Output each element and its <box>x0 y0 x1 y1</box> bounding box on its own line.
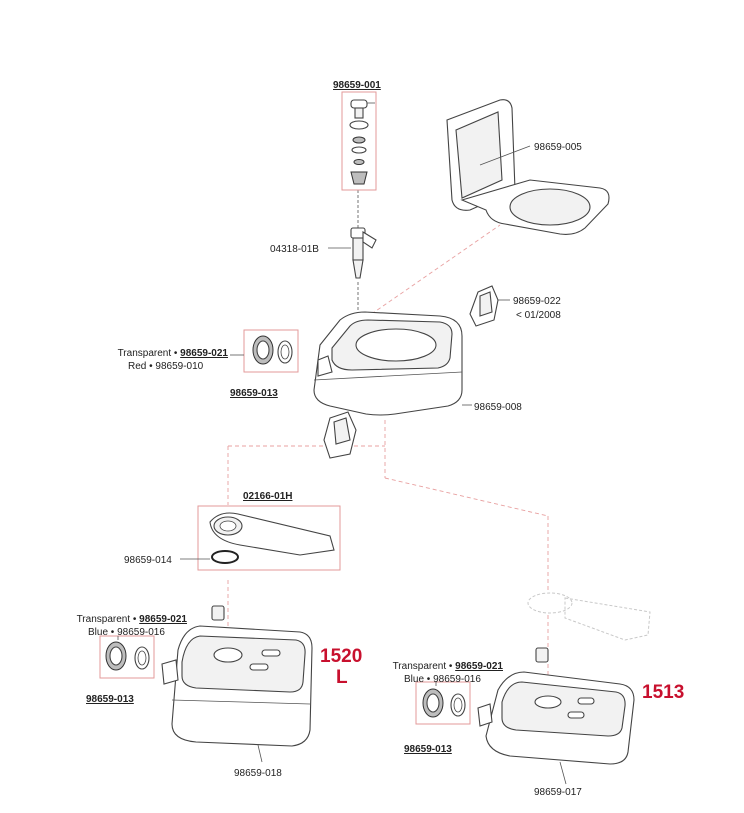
label-seat-lid: 98659-005 <box>534 142 582 153</box>
label-left-cap-transparent: Transparent • 98659-021 <box>77 614 188 625</box>
label-left-tank: 98659-018 <box>234 768 282 779</box>
left-cap-group <box>99 635 155 679</box>
label-upper-seal: 98659-013 <box>230 388 278 399</box>
label-top-assembly: 98659-001 <box>333 80 381 91</box>
label-latch-note: < 01/2008 <box>516 310 561 321</box>
label-slide-seal: 98659-014 <box>124 555 172 566</box>
label-upper-cap-red: Red • 98659-010 <box>128 361 204 372</box>
label-left-model-suffix: L <box>336 667 348 688</box>
upper-tank <box>313 311 472 459</box>
label-pump-rod: 04318-01B <box>270 244 319 255</box>
label-right-seal: 98659-013 <box>404 744 452 755</box>
slide-valve <box>180 505 341 571</box>
seat-and-lid <box>446 99 610 235</box>
label-upper-cap-transparent: Transparent • 98659-021 <box>118 348 229 359</box>
valve-assembly <box>341 91 377 191</box>
alignment-guides <box>227 190 549 700</box>
pump-rod <box>328 227 377 279</box>
label-right-model: 1513 <box>642 682 684 703</box>
label-right-cap-blue: Blue • 98659-016 <box>404 674 481 685</box>
label-right-cap-transparent: Transparent • 98659-021 <box>393 661 504 672</box>
left-waste-tank <box>161 605 313 763</box>
right-cap-group <box>415 681 471 725</box>
right-waste-tank <box>477 647 635 785</box>
label-latch: 98659-022 <box>513 296 561 307</box>
ghost-slide-valve <box>527 592 651 641</box>
label-right-tank: 98659-017 <box>534 787 582 798</box>
label-left-cap-blue: Blue • 98659-016 <box>88 627 165 638</box>
label-left-seal: 98659-013 <box>86 694 134 705</box>
label-upper-tank: 98659-008 <box>474 402 522 413</box>
upper-cap-group <box>230 329 299 373</box>
label-left-model: 1520 <box>320 646 362 667</box>
label-slide-valve: 02166-01H <box>243 491 292 502</box>
latch-part <box>469 285 510 327</box>
